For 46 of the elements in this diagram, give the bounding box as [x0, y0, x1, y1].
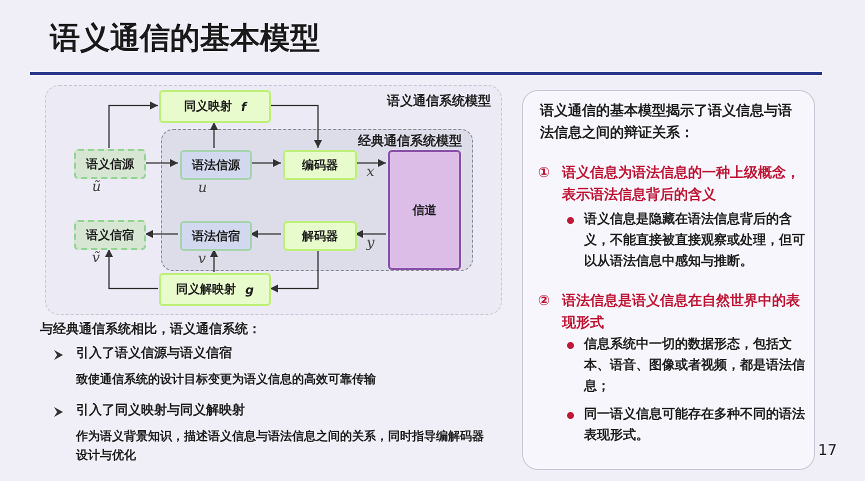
point-heading: 语法信息是语义信息在自然世界中的表现形式 — [562, 292, 801, 334]
edge-label: x — [366, 165, 374, 179]
math-symbol: u — [198, 180, 208, 196]
arrow — [355, 159, 386, 167]
process-box: 同义映射 f — [159, 90, 271, 123]
arrow — [145, 230, 178, 238]
process-box: 语义信宿 — [74, 220, 146, 250]
arrow — [250, 159, 281, 167]
item-number: ② — [538, 292, 551, 311]
item-description: 致使通信系统的设计目标变更为语义信息的高效可靠传输 — [76, 371, 377, 388]
dashed-frame — [161, 129, 473, 271]
list-item: 引入了语义信源与语义信宿 — [76, 344, 233, 363]
arrow — [355, 230, 386, 238]
arrow — [210, 249, 218, 272]
arrow — [270, 104, 322, 148]
arrow — [108, 102, 158, 148]
arrow — [250, 230, 281, 238]
slide-title: 语义通信的基本模型 — [50, 20, 320, 58]
math-symbol: ṽ — [92, 250, 100, 266]
process-box: 语法信源 — [180, 150, 252, 180]
arrow — [210, 122, 218, 148]
point-heading: 语义信息为语法信息的一种上级概念，表示语法信息背后的含义 — [562, 164, 801, 206]
math-symbol: v — [198, 251, 206, 267]
list-item: 引入了同义映射与同义解映射 — [76, 402, 246, 420]
math-symbol: ũ — [92, 179, 102, 195]
page-number: 17 — [818, 440, 838, 461]
process-box: 信道 — [388, 150, 461, 270]
process-box: 语义信源 — [74, 149, 146, 179]
process-box: 解码器 — [283, 221, 357, 251]
arrow — [270, 249, 319, 292]
item-description: 作为语义背景知识，描述语义信息与语法信息之间的关系，同时指导编解码器设计与优化 — [76, 428, 485, 464]
group-title: 经典通信系统模型 — [358, 132, 462, 150]
process-box: 编码器 — [283, 150, 357, 180]
edge-label: y — [366, 236, 374, 250]
panel-intro: 语义通信的基本模型揭示了语义信息与语法信息之间的辩证关系： — [540, 102, 793, 144]
bullet-text: 语义信息是隐藏在语法信息背后的含义，不能直接被直接观察或处理，但可以从语法信息中感知与推断。 — [584, 210, 806, 271]
group-title: 语义通信系统模型 — [387, 92, 491, 110]
dashed-frame — [45, 85, 502, 315]
arrow — [105, 249, 158, 290]
arrow — [145, 159, 178, 167]
process-box: 语法信宿 — [180, 221, 252, 251]
intro-text: 与经典通信系统相比，语义通信系统： — [40, 320, 262, 339]
item-number: ① — [538, 164, 551, 183]
bullet-text: 信息系统中一切的数据形态，包括文本、语音、图像或者视频，都是语法信息； — [584, 336, 806, 396]
process-box: 同义解映射 g — [159, 273, 271, 306]
bullet-text: 同一语义信息可能存在多种不同的语法表现形式。 — [584, 406, 806, 445]
